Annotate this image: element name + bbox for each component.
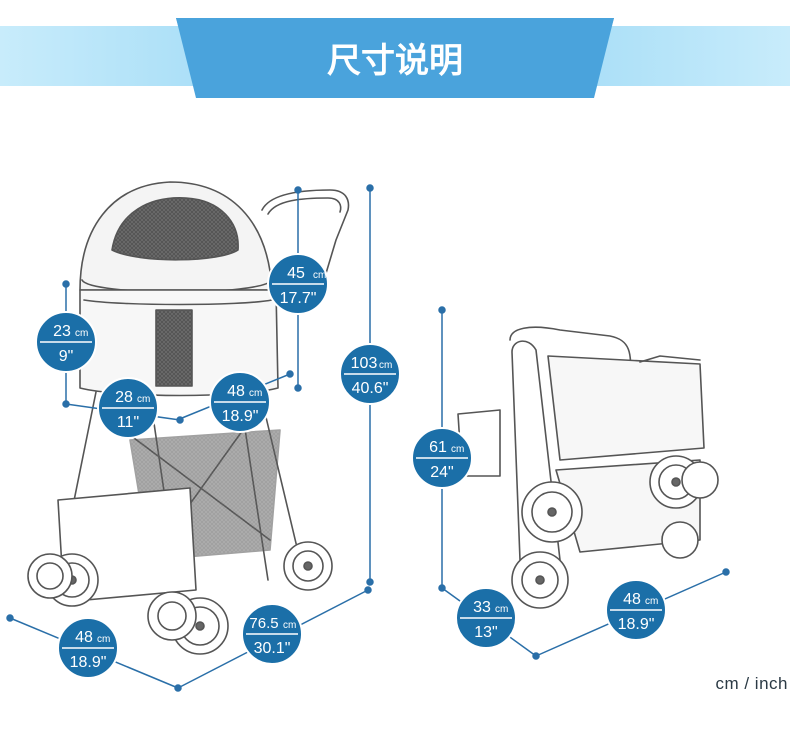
dim-inch-basket-length: 18.9" [222, 408, 259, 425]
stroller-handle-inner [267, 197, 342, 215]
dim-unit-cm: cm [451, 444, 464, 455]
stroller-folded-drawing [457, 326, 705, 561]
badge-basket-height: 23 cm 9" [35, 311, 97, 373]
dim-inch-basket-depth: 11" [117, 414, 139, 431]
badge-basket-depth: 28 cm 11" [97, 377, 159, 439]
stroller-unfolded-drawing [57, 181, 350, 603]
dim-inch-basket-height: 9" [59, 348, 74, 365]
wheel [521, 481, 583, 543]
stroller-folded-wheels [511, 455, 719, 609]
dim-dot [176, 416, 184, 424]
dim-cm-handle-width: 45 [287, 265, 305, 282]
badge-handle-width: 45 cm 17.7" [267, 253, 329, 315]
wheel [147, 591, 197, 641]
stroller-frame [61, 391, 301, 601]
dim-unit-cm: cm [97, 634, 110, 645]
dim-unit-cm: cm [249, 388, 262, 399]
badge-base-width: 48 cm 18.9" [57, 617, 119, 679]
wheel [681, 461, 719, 499]
dimension-badges: 45 cm 17.7" 23 cm 9" 28 cm 11" 48 cm 18.… [35, 253, 667, 679]
dim-cm-folded-width: 48 [623, 591, 641, 608]
dim-unit-cm: cm [645, 596, 658, 607]
dim-unit-cm: cm [313, 270, 326, 281]
dim-dot [62, 280, 70, 288]
dim-inch-total-height: 40.6" [352, 380, 389, 397]
banner-ribbon [176, 18, 614, 98]
badge-base-length: 76.5 cm 30.1" [241, 603, 303, 665]
dim-dot [294, 186, 302, 194]
wheel [283, 541, 333, 591]
folded-frame-left [511, 340, 561, 561]
dim-unit-cm: cm [283, 620, 296, 631]
badge-total-height: 103 cm 40.6" [339, 343, 401, 405]
dim-cm-base-width: 48 [75, 629, 93, 646]
dim-cm-folded-height: 61 [429, 439, 447, 456]
dim-unit-cm: cm [379, 360, 392, 371]
dim-dot [366, 578, 374, 586]
stroller-unfolded-wheels [27, 541, 333, 655]
stroller-handle [261, 189, 350, 301]
stroller-basket-window [155, 309, 193, 387]
dim-inch-folded-height: 24" [430, 464, 453, 481]
dim-inch-base-length: 30.1" [254, 640, 291, 657]
dim-dot [286, 370, 294, 378]
stroller-basket-seam [83, 299, 273, 306]
unit-legend: cm / inch [715, 674, 788, 693]
dim-inch-folded-depth: 13" [474, 624, 497, 641]
dim-unit-cm: cm [137, 394, 150, 405]
wheel [27, 553, 73, 599]
badge-folded-depth: 33 cm 13" [455, 587, 517, 649]
wheel [661, 521, 699, 559]
dim-inch-folded-width: 18.9" [618, 616, 655, 633]
badge-folded-height: 61 cm 24" [411, 427, 473, 489]
dim-cm-basket-height: 23 [53, 323, 71, 340]
dim-inch-handle-width: 17.7" [280, 290, 317, 307]
dim-dot [722, 568, 730, 576]
dim-cm-total-height: 103 [351, 355, 378, 372]
dim-cm-base-length: 76.5 [249, 615, 278, 632]
dim-dot [294, 384, 302, 392]
dim-unit-cm: cm [495, 604, 508, 615]
dim-dot [366, 184, 374, 192]
folded-handle [509, 326, 632, 381]
dim-dot [364, 586, 372, 594]
title-banner: 尺寸说明 [0, 18, 790, 98]
dim-cm-folded-depth: 33 [473, 599, 491, 616]
badge-basket-length: 48 cm 18.9" [209, 371, 271, 433]
dim-unit-cm: cm [75, 328, 88, 339]
dim-dot [6, 614, 14, 622]
dim-cm-basket-depth: 28 [115, 389, 133, 406]
page-title: 尺寸说明 [327, 41, 463, 81]
folded-latch [639, 355, 701, 363]
badge-folded-width: 48 cm 18.9" [605, 579, 667, 641]
dim-dot [438, 306, 446, 314]
folded-basket [547, 355, 705, 461]
dim-cm-basket-length: 48 [227, 383, 245, 400]
dim-inch-base-width: 18.9" [70, 654, 107, 671]
wheel [511, 551, 569, 609]
stroller-canopy-mesh [111, 197, 239, 261]
